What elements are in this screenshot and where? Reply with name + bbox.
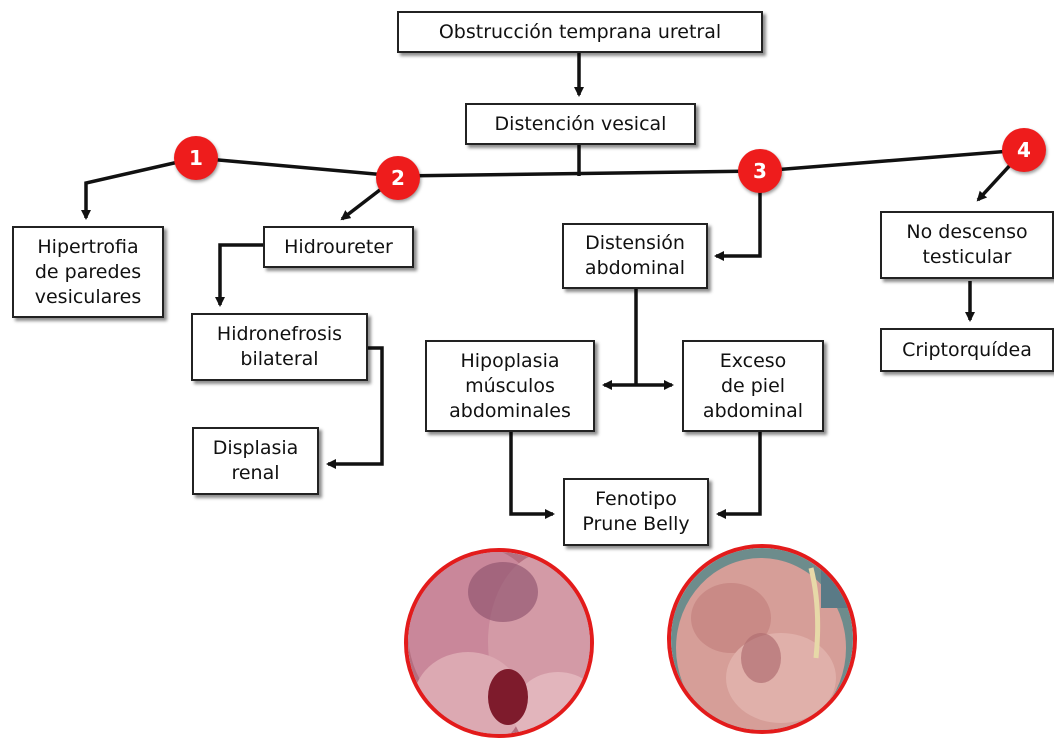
node-obstruccion-label: Obstrucción temprana uretral [439, 20, 721, 45]
badge-2-label: 2 [391, 166, 405, 190]
node-distension-vesical: Distención vesical [465, 103, 696, 145]
node-hipoplasia-label: Hipoplasia músculos abdominales [449, 349, 571, 424]
node-displasia: Displasia renal [192, 427, 319, 495]
node-exceso-piel-label: Exceso de piel abdominal [703, 349, 803, 424]
node-distension-vesical-label: Distención vesical [495, 112, 667, 137]
node-exceso-piel: Exceso de piel abdominal [682, 340, 824, 432]
badge-4: 4 [1002, 128, 1046, 172]
photo-abdomen-right [667, 544, 857, 734]
badge-1: 1 [174, 136, 218, 180]
node-hidroureter-label: Hidroureter [284, 235, 393, 260]
node-distension-abdominal: Distensión abdominal [562, 223, 708, 289]
badge-3: 3 [738, 149, 782, 193]
badge-3-label: 3 [753, 159, 767, 183]
photo-abdomen-left [404, 548, 594, 738]
node-hidroureter: Hidroureter [263, 226, 414, 268]
arrow-hidroureter-hidronefrosis [220, 245, 263, 305]
arrow-exceso-fenotipo [718, 432, 760, 514]
node-hipertrofia-label: Hipertrofia de paredes vesiculares [35, 235, 142, 310]
node-no-descenso-label: No descenso testicular [906, 220, 1027, 270]
arrow-hipoplasia-fenotipo [511, 432, 553, 514]
node-no-descenso: No descenso testicular [880, 211, 1054, 279]
node-displasia-label: Displasia renal [213, 436, 299, 486]
node-obstruccion: Obstrucción temprana uretral [397, 11, 763, 53]
main-branch-line [196, 150, 1024, 176]
node-criptorquidea-label: Criptorquídea [902, 338, 1032, 363]
badge-1-label: 1 [189, 146, 203, 170]
node-hidronefrosis-label: Hidronefrosis bilateral [217, 322, 342, 372]
node-fenotipo: Fenotipo Prune Belly [563, 478, 709, 546]
node-hipoplasia: Hipoplasia músculos abdominales [425, 340, 595, 432]
node-criptorquidea: Criptorquídea [880, 328, 1054, 372]
node-hipertrofia: Hipertrofia de paredes vesiculares [12, 226, 164, 318]
node-hidronefrosis: Hidronefrosis bilateral [191, 313, 368, 381]
badge-4-label: 4 [1017, 138, 1031, 162]
node-fenotipo-label: Fenotipo Prune Belly [582, 487, 689, 537]
node-distension-abdominal-label: Distensión abdominal [585, 231, 685, 281]
badge-2: 2 [376, 156, 420, 200]
